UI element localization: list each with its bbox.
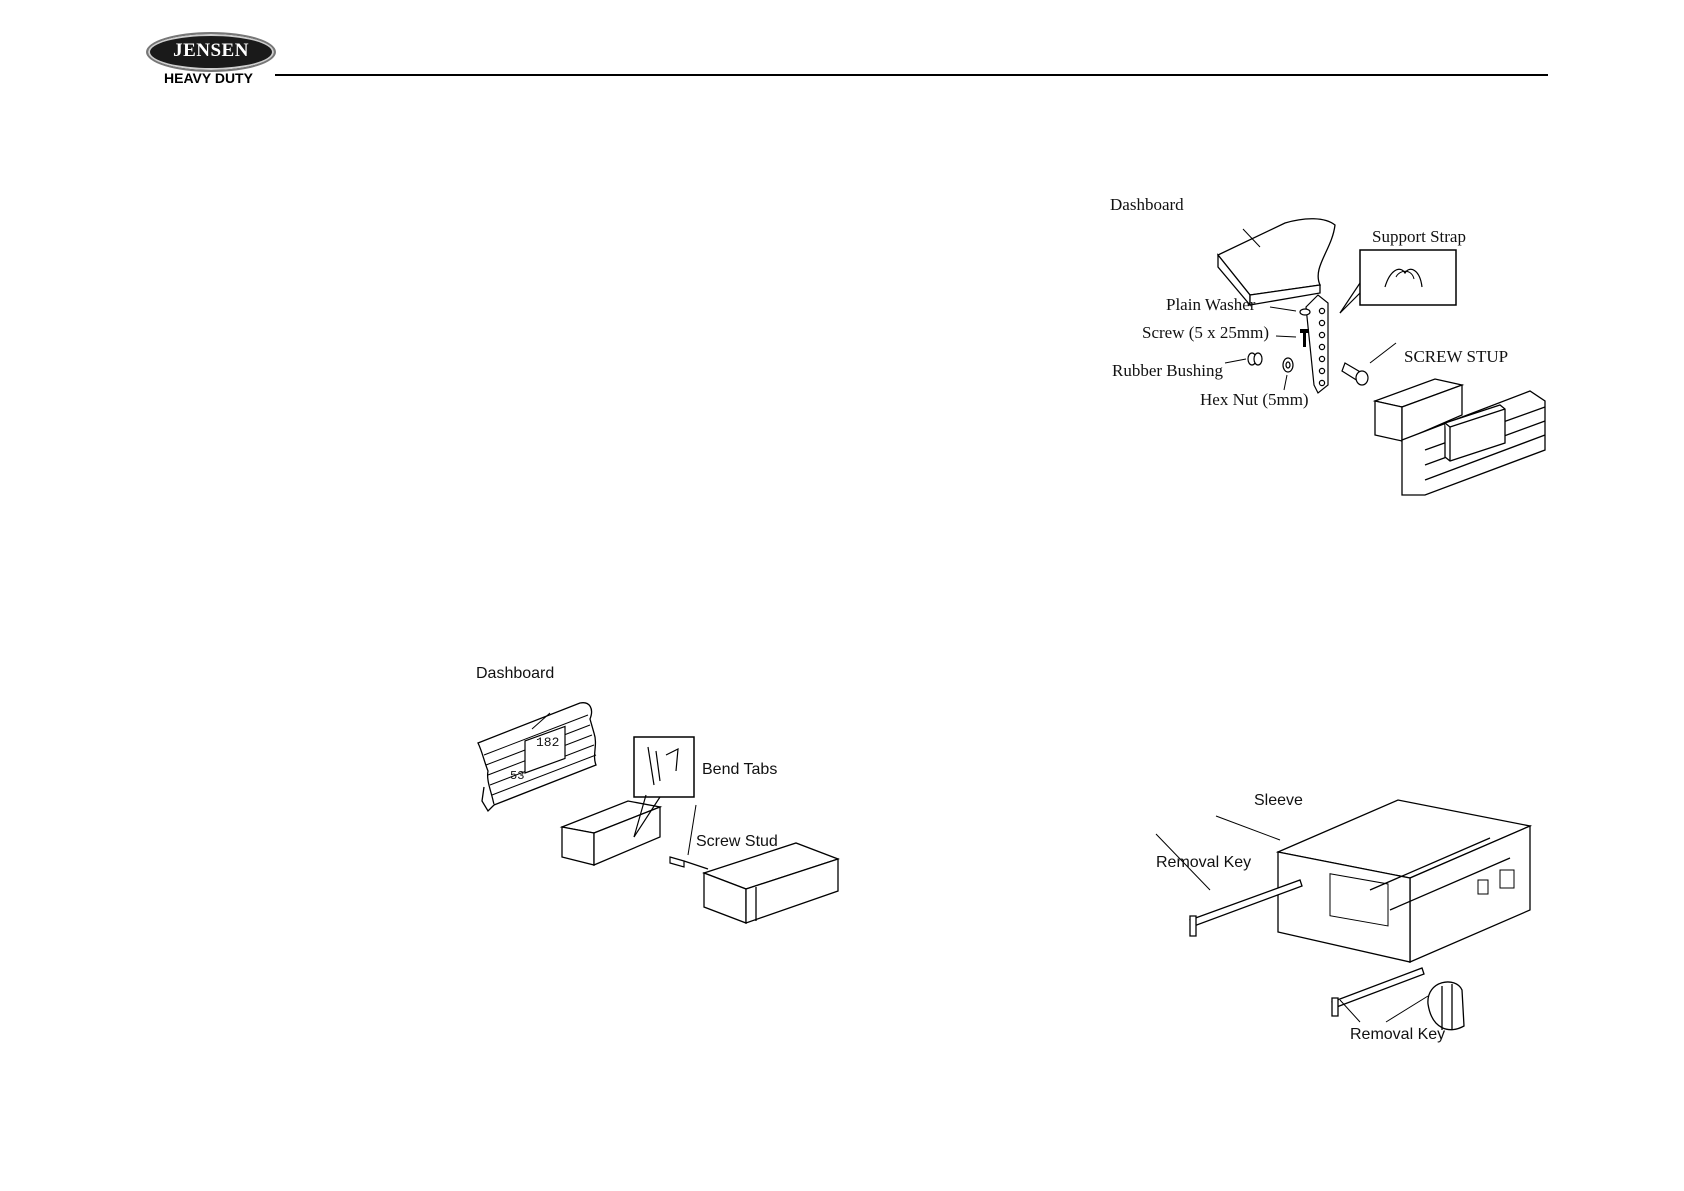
label-screw-stud: Screw Stud [696,833,778,851]
logo-subtitle: HEAVY DUTY [164,70,253,86]
removal-key-right [1332,968,1424,1016]
figure-bend-tabs: Dashboard Bend Tabs Screw Stud 182 53 [470,685,870,985]
label-support-strap: Support Strap [1372,227,1466,247]
label-hex-nut: Hex Nut (5mm) [1200,390,1309,410]
detail-callout [1428,982,1464,1030]
dashboard-slab [1218,219,1335,305]
radio-box [704,843,838,923]
label-bend-dashboard: Dashboard [476,665,554,683]
dash-number-side: 53 [510,769,524,783]
figure-removal: Sleeve Removal Key Removal Key [1150,790,1570,1070]
screw-stud [670,857,708,869]
label-dashboard: Dashboard [1110,195,1184,215]
label-bend-tabs: Bend Tabs [702,761,777,779]
label-screw-stup: SCREW STUP [1404,347,1508,367]
bend-tabs-drawing [470,685,870,985]
header-rule [275,74,1548,76]
screw-stup [1342,363,1368,385]
figure-support-strap: Dashboard Support Strap Plain Washer Scr… [1100,195,1570,545]
radio-chassis [1278,800,1530,962]
jensen-logo: JENSEN HEAVY DUTY [146,30,276,90]
label-removal-key-left: Removal Key [1156,854,1251,872]
support-strap-callout-box [1360,250,1456,305]
hex-nut [1283,358,1293,372]
dash-number-top: 182 [536,735,559,750]
screw-part [1300,329,1309,347]
label-screw: Screw (5 x 25mm) [1142,323,1269,343]
label-sleeve: Sleeve [1254,792,1303,810]
rubber-bushing [1248,353,1262,365]
radio-in-dash [1375,379,1545,495]
plain-washer [1300,309,1310,315]
label-rubber-bushing: Rubber Bushing [1112,361,1223,381]
label-removal-key-right: Removal Key [1350,1026,1445,1044]
sleeve-box [562,801,660,865]
logo-brand: JENSEN [146,40,276,62]
bend-tabs-callout-box [634,737,694,797]
label-plain-washer: Plain Washer [1166,295,1255,315]
